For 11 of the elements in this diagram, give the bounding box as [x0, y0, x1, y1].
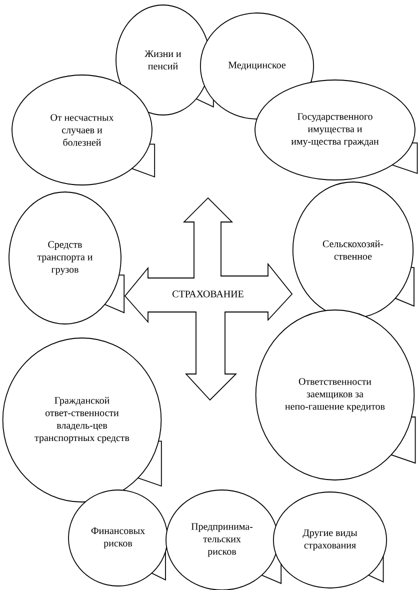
- speech-bubble: Финансовых рисков: [68, 490, 168, 586]
- node-label: Финансовых рисков: [91, 527, 145, 549]
- speech-bubble: Предпринима-тельских рисков: [166, 490, 282, 590]
- node-label: Другие виды страхования: [302, 529, 358, 551]
- speech-bubble: Другие виды страхования: [272, 492, 388, 588]
- speech-bubble: Ответственности заемщиков за непо-гашение кредитов: [255, 310, 416, 480]
- speech-bubble: Государственного имущества и иму-щества граждан: [254, 80, 418, 180]
- node-label: Предпринима-тельских рисков: [191, 523, 253, 557]
- speech-bubble: Средств транспорта и грузов: [8, 192, 125, 324]
- speech-bubble: Сельскохозяй-ственное: [292, 182, 414, 318]
- speech-bubble: От несчастных случаев и болезней: [12, 74, 156, 186]
